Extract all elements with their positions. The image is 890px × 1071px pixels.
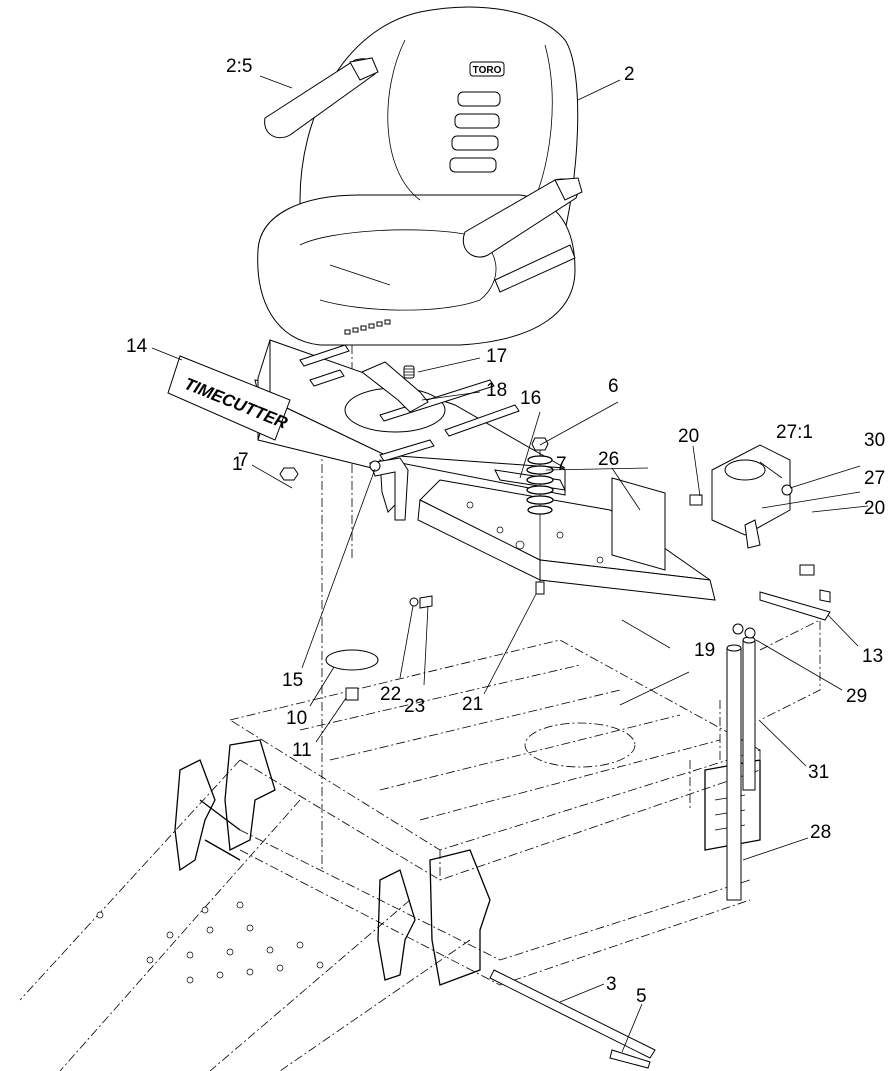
callout-16: 16: [520, 388, 541, 409]
callout-27-1: 27:1: [776, 422, 813, 443]
spring: [526, 437, 554, 595]
washer-disc: [325, 649, 379, 671]
callout-22: 22: [380, 684, 401, 705]
callout-26: 26: [598, 449, 619, 470]
seat-logo: TORO: [473, 65, 502, 76]
callout-5: 5: [636, 986, 647, 1007]
leader-lines: [151, 75, 869, 1053]
callout-27: 27: [864, 468, 885, 489]
callout-1: 1: [232, 454, 243, 475]
reservoir: [711, 444, 793, 549]
callout-28: 28: [810, 822, 831, 843]
seat: TORO: [257, 6, 583, 346]
plate-26: [611, 477, 666, 571]
callout-20a: 20: [678, 426, 699, 447]
mounting-plate: [417, 479, 716, 601]
callout-11: 11: [292, 740, 312, 761]
callout-19: 19: [694, 640, 715, 661]
callout-labels: 2:5 2 17 18 1 14 26 20 27:1 30 27 20 16 …: [126, 56, 885, 1007]
callout-21: 21: [462, 694, 483, 715]
tubes: [726, 619, 821, 901]
callout-20b: 20: [864, 498, 885, 519]
callout-7b: 7: [238, 450, 249, 471]
callout-17: 17: [486, 346, 507, 367]
callout-29: 29: [846, 686, 867, 707]
callout-2: 2: [624, 64, 635, 85]
bracket-13: [759, 591, 831, 621]
callout-31: 31: [808, 762, 829, 783]
callout-23: 23: [404, 696, 425, 717]
nut-7-left: [279, 467, 299, 481]
bolt-11: [345, 687, 359, 701]
callout-15: 15: [282, 670, 303, 691]
frame-holes: [96, 901, 324, 984]
callout-7a: 7: [556, 454, 567, 475]
mower-frame: [19, 639, 762, 1071]
seat-bracket: [361, 361, 429, 413]
callout-13: 13: [862, 646, 883, 667]
callout-2-5: 2:5: [226, 56, 252, 77]
callout-3: 3: [606, 974, 617, 995]
right-armrest: [462, 177, 583, 258]
callout-6: 6: [608, 376, 619, 397]
callout-30: 30: [864, 430, 885, 451]
seat-lever: [369, 457, 409, 521]
rod: [489, 969, 656, 1069]
callout-14: 14: [126, 336, 148, 357]
left-armrest: [264, 57, 379, 139]
callout-10: 10: [286, 708, 307, 729]
callout-18: 18: [486, 380, 507, 401]
